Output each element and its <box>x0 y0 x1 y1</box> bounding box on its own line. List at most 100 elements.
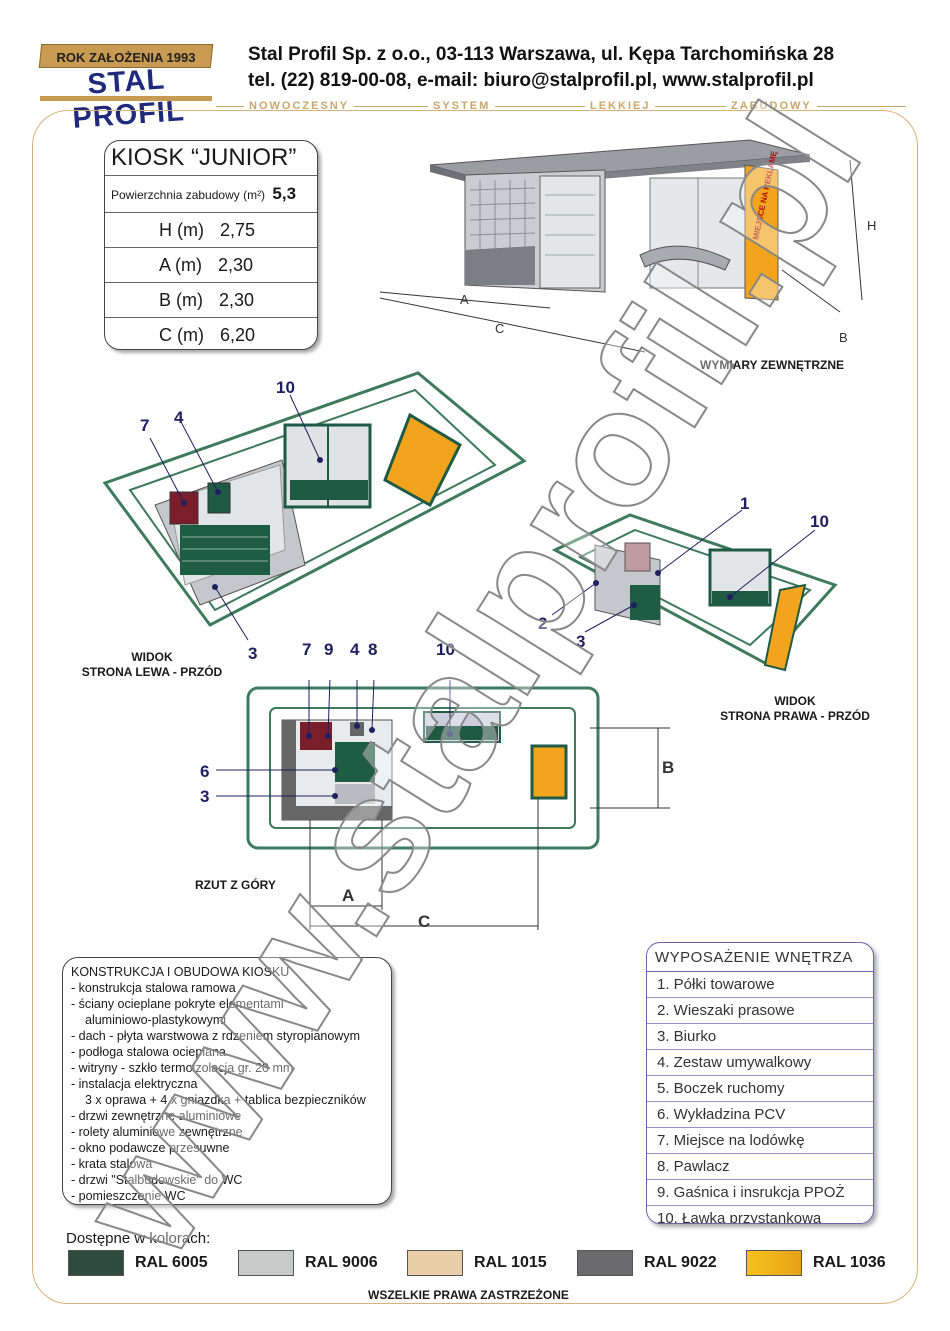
construction-item: - pomieszczenie WC <box>71 1189 186 1203</box>
construction-item: - witryny - szkło termoizolacja gr. 20 m… <box>71 1061 294 1075</box>
spec-label: B (m) <box>159 290 203 310</box>
color-swatch-ral-9006 <box>238 1250 294 1276</box>
construction-item: - konstrukcja stalowa ramowa <box>71 981 236 995</box>
kiosk-left-front-view <box>102 371 527 641</box>
callout-7: 7 <box>140 416 150 435</box>
color-label: RAL 1036 <box>813 1254 886 1271</box>
footer-rights: WSZELKIE PRAWA ZASTRZEŻONE <box>360 1288 577 1302</box>
dim-label-c: C <box>495 321 504 336</box>
spec-title: KIOSK “JUNIOR” <box>105 141 317 176</box>
construction-item: - podłoga stalowa ocieplana <box>71 1045 226 1059</box>
callout-2: 2 <box>538 614 548 633</box>
color-label: RAL 6005 <box>135 1254 208 1271</box>
equipment-item: 10. Ławka przystankowa <box>657 1210 822 1224</box>
slogan-word: NOWOCZESNY <box>244 100 355 112</box>
color-swatch-ral-1036 <box>746 1250 802 1276</box>
construction-box: KONSTRUKCJA I OBUDOWA KIOSKU - konstrukc… <box>62 957 392 1205</box>
spec-label: A (m) <box>159 255 202 275</box>
construction-item: aluminiowo-plastykowymi <box>85 1013 227 1027</box>
spec-area-value: 5,3 <box>272 184 297 203</box>
slogan-word: SYSTEM <box>428 100 496 112</box>
equipment-item: 2. Wieszaki prasowe <box>647 998 873 1024</box>
equipment-item: 7. Miejsce na lodówkę <box>647 1128 873 1154</box>
construction-item: - rolety aluminiowe zewnętrzne <box>71 1125 243 1139</box>
dim-label-b: B <box>662 758 675 777</box>
color-label: RAL 1015 <box>474 1254 547 1271</box>
company-contact: tel. (22) 819-00-08, e-mail: biuro@stalp… <box>248 70 814 91</box>
callout-3: 3 <box>248 644 258 663</box>
dim-label-b: B <box>839 330 848 345</box>
dim-label-c: C <box>418 912 431 931</box>
spec-area-label: Powierzchnia zabudowy (m²) <box>111 188 266 202</box>
view-label-line: STRONA LEWA - PRZÓD <box>81 665 223 679</box>
construction-item: - drzwi zewnętrzne aluminiowe <box>71 1109 242 1123</box>
page-frame <box>32 110 918 1304</box>
spec-value: 6,20 <box>219 325 256 345</box>
callout-10: 10 <box>436 640 455 659</box>
spec-card: KIOSK “JUNIOR” Powierzchnia zabudowy (m²… <box>104 140 318 350</box>
spec-value: 2,30 <box>219 290 255 310</box>
color-swatch-ral-1015 <box>407 1250 463 1276</box>
callout-3: 3 <box>200 787 210 806</box>
color-swatch-ral-9022 <box>577 1250 633 1276</box>
dim-label-a: A <box>460 292 469 307</box>
equipment-item: 6. Wykładzina PCV <box>647 1102 873 1128</box>
construction-title: KONSTRUKCJA I OBUDOWA KIOSKU <box>71 965 290 979</box>
company-address: Stal Profil Sp. z o.o., 03-113 Warszawa,… <box>248 44 835 65</box>
construction-item: - instalacja elektryczna <box>71 1077 198 1091</box>
logo-bar <box>40 96 212 101</box>
callout-10: 10 <box>810 512 829 531</box>
equipment-item: 4. Zestaw umywalkowy <box>647 1050 873 1076</box>
callout-4: 4 <box>174 408 184 427</box>
construction-item: - drzwi "Stalbudowskie" do WC <box>71 1173 243 1187</box>
view-label-line: STRONA PRAWA - PRZÓD <box>720 709 870 723</box>
view-label-line: WIDOK <box>774 694 816 708</box>
callout-1: 1 <box>740 494 750 513</box>
equipment-title: WYPOSAŻENIE WNĘTRZA <box>647 943 873 972</box>
kiosk-right-front-view <box>551 509 838 672</box>
equipment-item: 1. Półki towarowe <box>647 972 873 998</box>
equipment-item: 3. Biurko <box>647 1024 873 1050</box>
equipment-list: WYPOSAŻENIE WNĘTRZA 1. Półki towarowe 2.… <box>646 942 874 1224</box>
view-label-left-front: WIDOK STRONA LEWA - PRZÓD <box>72 650 232 680</box>
colors-title: Dostępne w kolorach: <box>66 1230 211 1247</box>
color-label: RAL 9006 <box>305 1254 378 1271</box>
equipment-item: 8. Pawlacz <box>647 1154 873 1180</box>
view-label-right-front: WIDOK STRONA PRAWA - PRZÓD <box>710 694 880 724</box>
slogan-word: LEKKIEJ <box>585 100 656 112</box>
spec-row: B (m) 2,30 <box>105 283 317 318</box>
equipment-item: 9. Gaśnica i insrukcja PPOŻ <box>647 1180 873 1206</box>
spec-area: Powierzchnia zabudowy (m²) 5,3 <box>105 176 317 213</box>
view-label-external: WYMIARY ZEWNĘTRZNE <box>700 358 844 372</box>
callout-7: 7 <box>302 640 312 659</box>
construction-item: - okno podawcze przesuwne <box>71 1141 230 1155</box>
spec-value: 2,30 <box>218 255 254 275</box>
construction-item: - krata stalowa <box>71 1157 153 1171</box>
spec-row: A (m) 2,30 <box>105 248 317 283</box>
construction-item: - ściany ocieplane pokryte elementami <box>71 997 284 1011</box>
view-label-line: WIDOK <box>131 650 173 664</box>
callout-10: 10 <box>276 378 295 397</box>
kiosk-external-illustration: MIEJSCE NA REKLAMĘ A C B H <box>379 139 876 353</box>
callout-9: 9 <box>324 640 334 659</box>
dim-label-h: H <box>867 218 876 233</box>
spec-label: H (m) <box>159 220 204 240</box>
slogan-line <box>216 106 906 107</box>
equipment-item: 5. Boczek ruchomy <box>647 1076 873 1102</box>
slogan-word: ZABUDOWY <box>726 100 817 112</box>
color-swatch-ral-6005 <box>68 1250 124 1276</box>
construction-item: - dach - płyta warstwowa z rdzeniem styr… <box>71 1029 360 1043</box>
callout-4: 4 <box>350 640 360 659</box>
spec-row: H (m) 2,75 <box>105 213 317 248</box>
construction-item: 3 x oprawa + 4 x gniazdka + tablica bezp… <box>85 1093 366 1107</box>
spec-row: C (m)6,20 <box>105 318 317 349</box>
spec-value: 2,75 <box>219 220 256 240</box>
color-label: RAL 9022 <box>644 1254 717 1271</box>
callout-3: 3 <box>576 632 586 651</box>
callout-8: 8 <box>368 640 378 659</box>
view-label-top: RZUT Z GÓRY <box>195 878 276 892</box>
dim-label-a: A <box>342 886 355 905</box>
kiosk-top-view <box>216 680 670 930</box>
logo-year: ROK ZAŁOŻENIA 1993 <box>56 50 196 65</box>
callout-6: 6 <box>200 762 210 781</box>
